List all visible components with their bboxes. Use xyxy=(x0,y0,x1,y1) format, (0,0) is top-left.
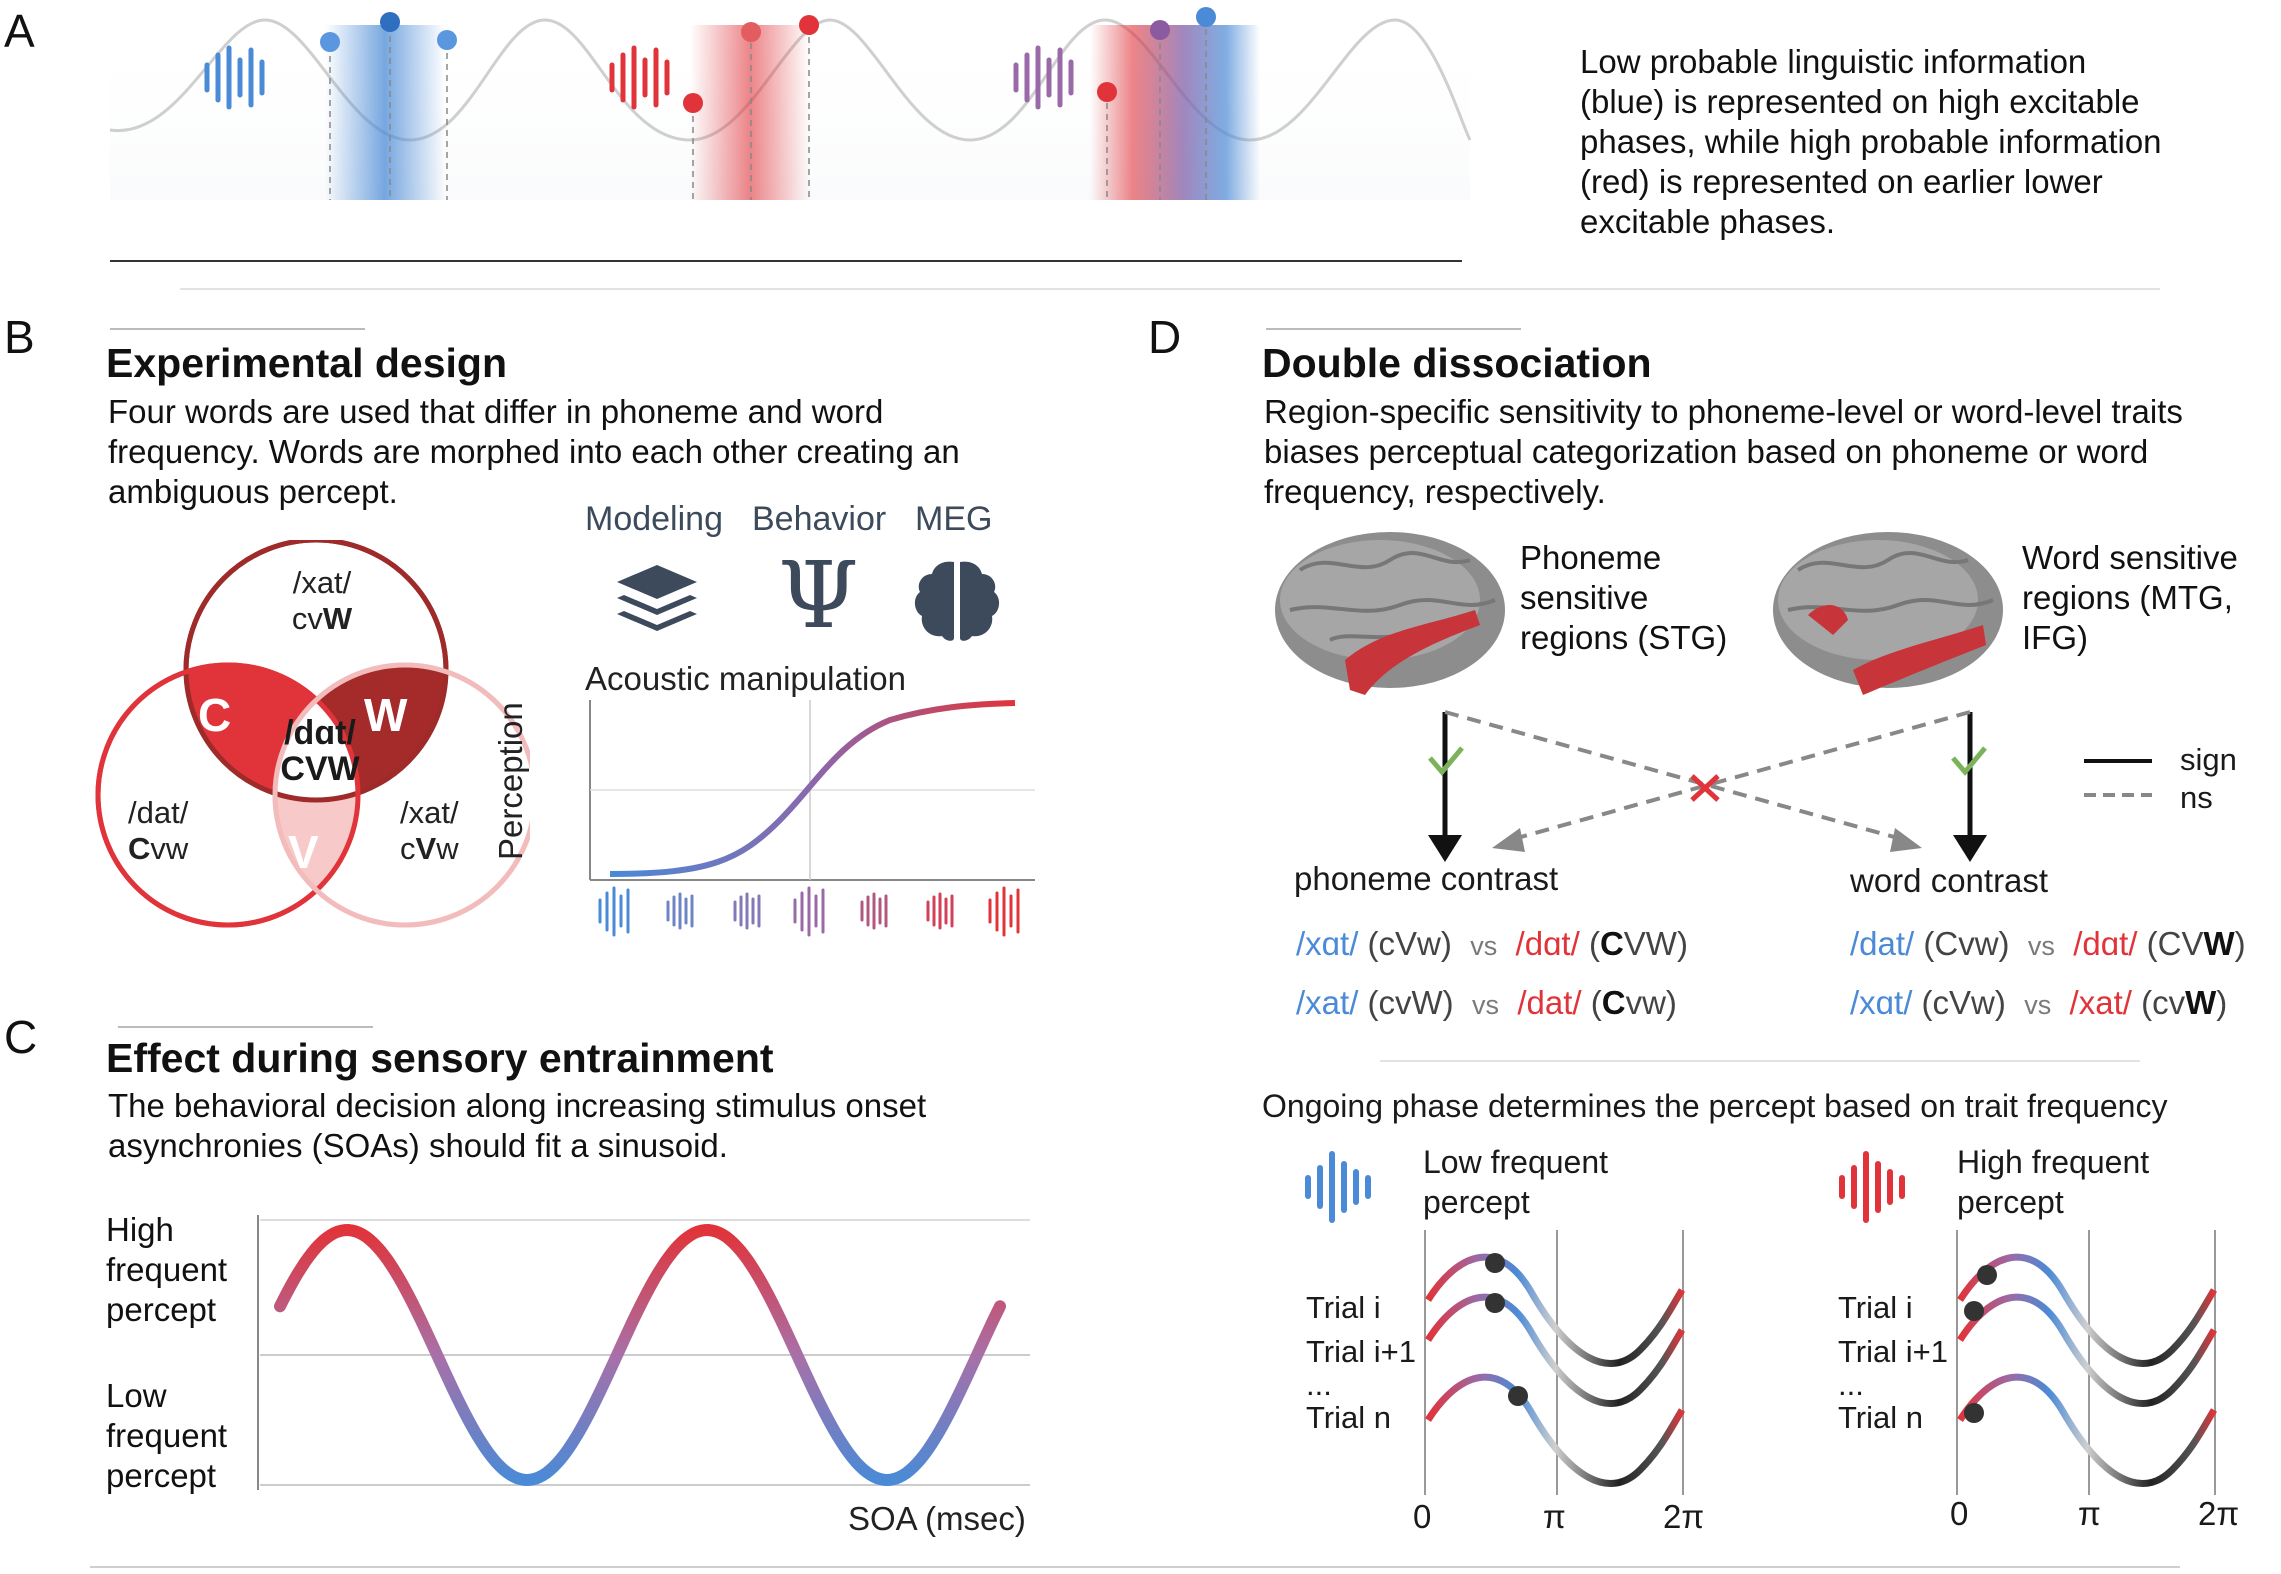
experimental-design-description: Four words are used that differ in phone… xyxy=(108,393,960,510)
venn-left-label: /dat/ Cvw xyxy=(128,795,189,866)
low-xtick-pi: π xyxy=(1543,1498,1566,1535)
perception-axis-label: Perception xyxy=(492,702,529,860)
entrainment-title: Effect during sensory entrainment xyxy=(106,1035,774,1081)
cross-icon xyxy=(1690,774,1720,802)
method-modeling: Modeling xyxy=(585,500,723,538)
brain-mtg-ifg-image xyxy=(1773,532,2003,695)
word-contrast-label: word contrast xyxy=(1850,862,2049,899)
panel-label-a: A xyxy=(4,5,35,57)
word-regions-label: Word sensitive regions (MTG, IFG) xyxy=(2022,539,2238,656)
legend-sign: sign xyxy=(2180,742,2237,777)
double-dissociation-description: Region-specific sensitivity to phoneme-l… xyxy=(1264,393,2183,510)
high-frequent-trials-plot xyxy=(1956,1230,2218,1495)
word-contrast-row-1: /dat/ (Cvw) vs /dɑt/ (CVW) xyxy=(1850,925,2246,962)
dissociation-arrows xyxy=(1428,710,1987,862)
high-percept-label: High frequent percept xyxy=(106,1211,228,1328)
high-xtick-0: 0 xyxy=(1950,1495,1969,1532)
phoneme-contrast-row-2: /xat/ (cvW) vs /dat/ (Cvw) xyxy=(1296,984,1677,1021)
panel-a-description: Low probable linguistic information (blu… xyxy=(1580,43,2162,240)
venn-top-label: /xat/ cvW xyxy=(291,565,353,636)
legend-lines xyxy=(2084,759,2152,797)
panel-label-b: B xyxy=(4,311,35,363)
method-behavior: Behavior xyxy=(752,500,887,538)
double-dissociation-title: Double dissociation xyxy=(1262,340,1652,386)
blue-sound-icon xyxy=(204,45,265,110)
psi-icon: Ψ xyxy=(778,542,859,649)
low-percept-label: Low frequent percept xyxy=(106,1377,228,1494)
experimental-design-title: Experimental design xyxy=(106,340,508,386)
method-meg: MEG xyxy=(915,500,993,538)
venn-c-letter: C xyxy=(198,689,232,741)
phoneme-contrast-label: phoneme contrast xyxy=(1294,860,1559,897)
high-frequent-sound-icon xyxy=(1839,1151,1905,1223)
low-xtick-2pi: 2π xyxy=(1663,1498,1705,1535)
phoneme-contrast-row-1: /xɑt/ (cVw) vs /dɑt/ (CVW) xyxy=(1296,925,1688,962)
venn-diagram xyxy=(95,540,530,928)
bottom-divider xyxy=(90,1566,2180,1568)
brain-icon xyxy=(914,561,1000,641)
acoustic-chart xyxy=(589,700,1035,937)
word-contrast-row-2: /xɑt/ (cVw) vs /xat/ (cvW) xyxy=(1850,984,2228,1021)
venn-v-letter: V xyxy=(288,826,319,878)
low-frequent-percept-label: Low frequent percept xyxy=(1423,1144,1609,1220)
brain-stg-image xyxy=(1275,532,1505,695)
acoustic-title: Acoustic manipulation xyxy=(585,660,907,697)
soa-axis-label: SOA (msec) xyxy=(848,1500,1026,1537)
red-sound-icon xyxy=(609,45,670,110)
panel-label-d: D xyxy=(1148,311,1182,363)
low-xtick-0: 0 xyxy=(1413,1498,1432,1535)
trial-labels-high: Trial i Trial i+1 ... Trial n xyxy=(1838,1290,1948,1435)
layers-icon xyxy=(617,565,697,631)
venn-right-label: /xat/ cVw xyxy=(400,795,459,866)
check-icon-right xyxy=(1951,746,1987,776)
venn-w-letter: W xyxy=(364,689,408,741)
high-xtick-pi: π xyxy=(2078,1495,2101,1532)
check-icon-left xyxy=(1428,746,1464,776)
panel-label-c: C xyxy=(4,1011,38,1063)
trial-labels-low: Trial i Trial i+1 ... Trial n xyxy=(1306,1290,1416,1435)
phoneme-regions-label: Phoneme sensitive regions (STG) xyxy=(1520,539,1728,656)
low-frequent-trials-plot xyxy=(1424,1230,1686,1495)
low-frequent-sound-icon xyxy=(1305,1151,1371,1223)
purple-sound-icon xyxy=(1013,45,1074,110)
entrainment-description: The behavioral decision along increasing… xyxy=(108,1087,927,1164)
sinusoid-chart xyxy=(257,1215,1030,1490)
high-frequent-percept-label: High frequent percept xyxy=(1957,1144,2150,1220)
ongoing-phase-title: Ongoing phase determines the percept bas… xyxy=(1262,1088,2168,1124)
high-xtick-2pi: 2π xyxy=(2198,1495,2240,1532)
panel-a-oscillation xyxy=(109,7,1472,200)
legend-ns: ns xyxy=(2180,780,2213,815)
venn-center-label: /dɑt/ CVW xyxy=(280,714,360,788)
